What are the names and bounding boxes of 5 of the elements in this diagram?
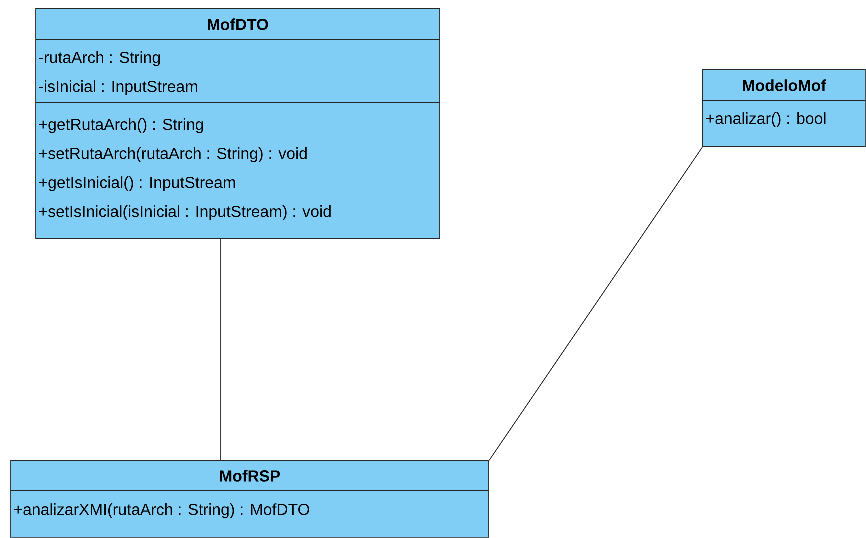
class-box: MofRSP +analizarXMI(rutaArch : String) : MofDTO [10, 460, 490, 538]
association-line [220, 239, 222, 461]
class-box: MofDTO -rutaArch : String -isInicial : InputStream +getRutaArch() : String +setRutaArch(rutaArch : String) : void +getIsInicial() : InputStream +setIsInicial(isInicial : InputStream) : void [36, 8, 440, 240]
class-box: ModeloMof +analizar() : bool [702, 70, 866, 148]
association-line [489, 147, 703, 461]
